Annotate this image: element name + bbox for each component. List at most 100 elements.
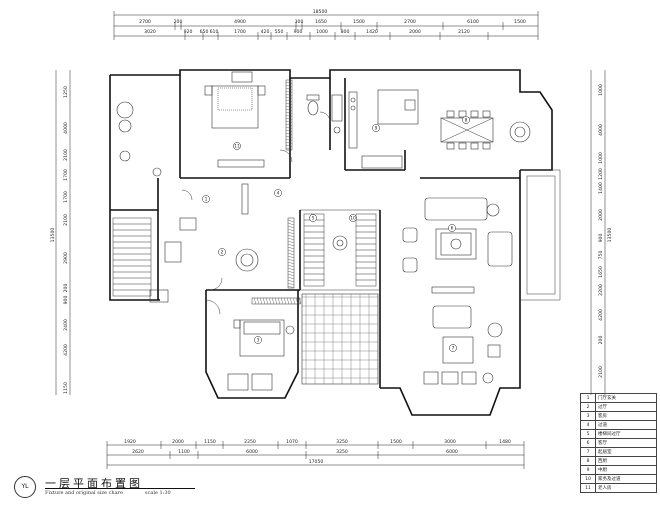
top-dim-label: 900 [294,29,303,35]
legend-label: 过厅 [595,402,657,412]
hatch-line [285,93,293,97]
room-marker-circle [254,336,262,344]
bottom-dim-label: 6000 [446,449,458,455]
top-dim-label: 610 [210,29,219,35]
legend-number: 2 [580,402,596,412]
right-dim-label: 1400 [598,182,604,194]
hatch-line [285,99,293,103]
hatch-line [285,81,293,85]
bottom-dim-label: 1070 [286,439,298,445]
room-marker-circle [274,189,282,197]
bottom-dim-label: 3250 [336,439,348,445]
hatch-line [285,111,293,115]
top-dim-label: 2700 [404,19,416,25]
room-marker-number: 4 [277,191,280,197]
hatch-line [285,147,293,151]
room-marker-circle [372,124,380,132]
left-dim-label: 1150 [63,382,69,394]
room-marker-number: 9 [375,126,378,132]
hatch-line [285,84,293,88]
central-stairwell [303,213,377,287]
hatch-line [285,138,293,142]
hatch-line [287,228,295,232]
top-dim-label: 650 [200,29,209,35]
dining-furniture [440,110,531,150]
room-marker-number: 1 [205,197,208,203]
dining-chair [482,110,491,118]
hatch-line [289,297,293,305]
room-marker-circle [218,248,226,256]
hall-furniture [149,167,259,303]
dining-chair [482,142,491,150]
legend-number: 1 [580,393,596,403]
room-marker-circle [448,224,456,232]
hatch-line [285,96,293,100]
room-marker-number: 6 [451,226,454,232]
title-underline [45,488,195,489]
room-marker-number: 5 [312,216,315,222]
room-marker-circle [202,195,210,203]
legend-number: 9 [580,465,596,475]
legend-label: 客厅 [595,438,657,448]
top-dim-label: 200 [174,19,183,25]
hatch-line [298,297,302,305]
room-marker-circle [309,214,317,222]
hatch-line [287,258,295,262]
hatch-line [285,117,293,121]
hatch-line [285,102,293,106]
wardrobes [251,79,302,305]
left-dim-label: 1250 [63,86,69,98]
top-dim-label: 4900 [234,19,246,25]
hatch-line [287,237,295,241]
bottom-dim-label: 1480 [499,439,511,445]
top-total-dim: 18500 [313,9,328,15]
bottom-dim-label: 1920 [124,439,136,445]
bottom-dim-label: 3250 [336,449,348,455]
living-room-furniture [402,197,513,294]
right-dim-label: 1000 [598,84,604,96]
room-marker-number: 3 [257,338,260,344]
room-marker-circle [462,116,470,124]
top-dim-label: 1650 [315,19,327,25]
bottom-dim-label: 2250 [244,439,256,445]
dining-chair [446,142,455,150]
hatch-line [287,255,295,259]
top-dim-label: 420 [261,29,270,35]
left-dimensions: 13500 1250400021001700170021002900200900… [50,70,71,395]
elder-bedroom-furniture [204,71,266,168]
legend-number: 10 [580,474,596,484]
legend-number: 3 [580,411,596,421]
hatch-line [287,261,295,265]
legend-label: 家务及过道 [595,474,657,484]
legend-number: 4 [580,420,596,430]
right-total-dim: 13500 [607,228,613,243]
tiled-vestibule [301,293,379,385]
hatch-line [285,144,293,148]
right-dim-label: 200 [598,336,604,345]
room-marker-number: 7 [452,346,455,352]
left-dim-label: 2900 [63,252,69,264]
hatch-line [286,297,290,305]
interior-walls [110,75,520,300]
right-dim-label: 4000 [598,124,604,136]
legend-number: 7 [580,447,596,457]
right-dim-label: 2100 [598,366,604,378]
hatch-line [287,285,295,289]
top-dim-label: 6100 [467,19,479,25]
top-dim-label: 920 [184,29,193,35]
hatch-line [287,240,295,244]
left-total-dim: 13500 [50,228,56,243]
bottom-dim-label: 2620 [132,449,144,455]
hatch-line [295,297,299,305]
right-dim-label: 750 [598,251,604,260]
hatch-line [285,132,293,136]
right-dim-label: 1200 [598,168,604,180]
room-marker-number: 8 [465,118,468,124]
